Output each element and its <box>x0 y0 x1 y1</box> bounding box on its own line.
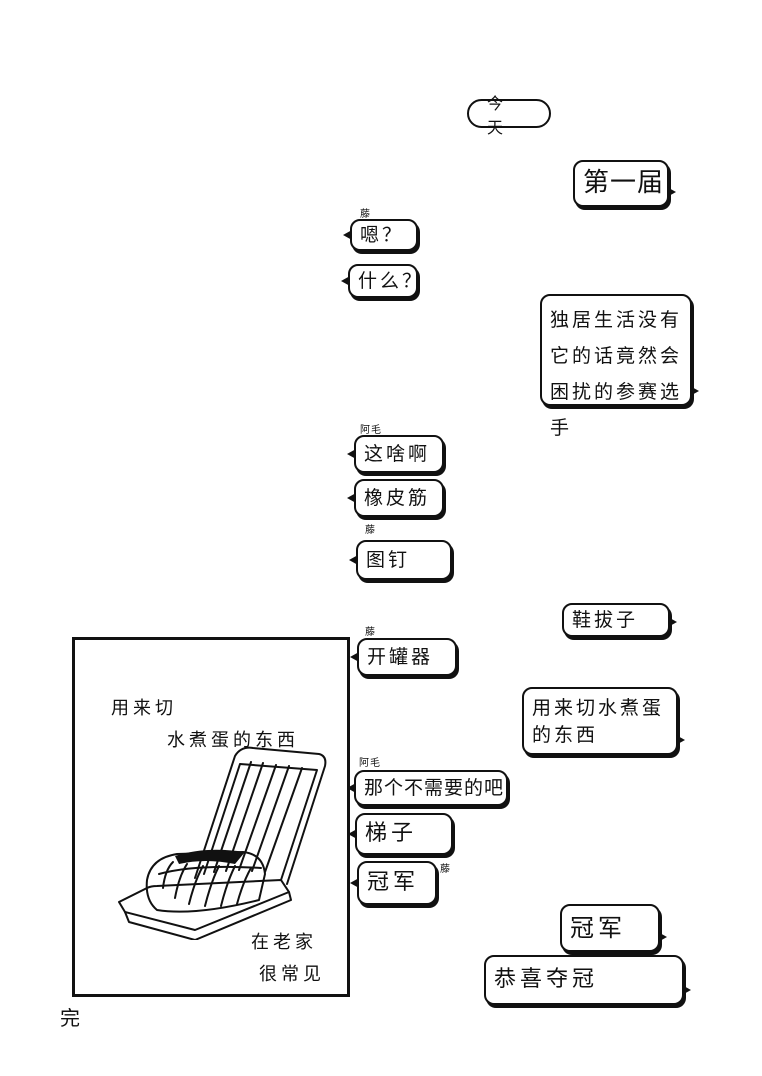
message-line: 它的话竟然会 <box>550 345 683 367</box>
message-bubble-right: 冠军 <box>560 904 667 952</box>
date-separator: 今 天 <box>467 94 551 137</box>
message-bubble-right: 用来切水煮蛋 的东西 <box>522 687 685 755</box>
message-bubble-right: 恭喜夺冠 <box>484 955 691 1005</box>
message-line: 用来切水煮蛋 <box>532 697 665 719</box>
sender-name: 藤 <box>360 209 371 220</box>
message-line: 困扰的参赛选手 <box>550 381 683 439</box>
message-bubble-left: 图钉 <box>349 540 452 580</box>
sender-name: 藤 <box>365 525 376 536</box>
panel-note: 在老家 <box>251 932 317 953</box>
message-bubble-left: 开罐器 <box>350 638 457 676</box>
message-line: 独居生活没有 <box>550 309 683 331</box>
message-line: 的东西 <box>532 724 599 746</box>
message-bubble-right: 独居生活没有 它的话竟然会 困扰的参赛选手 <box>540 294 699 439</box>
message-bubble-right: 鞋拔子 <box>562 603 677 637</box>
sender-name: 阿毛 <box>359 758 381 769</box>
message-bubble-right: 第一届 <box>573 160 676 207</box>
message-bubble-left: 那个不需要的吧 <box>347 770 508 806</box>
panel-caption: 用来切 <box>111 698 177 719</box>
egg-slicer-drawing <box>118 746 327 940</box>
panel-caption: 水煮蛋的东西 <box>167 730 299 751</box>
message-bubble-left: 梯子 <box>348 813 453 855</box>
message-bubble-left: 这啥啊 <box>347 435 444 473</box>
sender-name: 阿毛 <box>360 425 382 436</box>
message-bubble-left: 嗯？ <box>343 219 418 251</box>
panel-note: 很常见 <box>259 964 325 985</box>
message-bubble-left: 什么？ <box>341 264 421 298</box>
sender-name: 藤 <box>365 627 376 638</box>
illustration-panel: 用来切 水煮蛋的东西 在老家 <box>72 637 350 997</box>
end-mark: 完 <box>60 1006 80 1030</box>
message-bubble-left: 橡皮筋 <box>347 479 444 517</box>
message-bubble-left: 冠军 <box>350 861 437 905</box>
sender-name: 藤 <box>440 864 451 875</box>
